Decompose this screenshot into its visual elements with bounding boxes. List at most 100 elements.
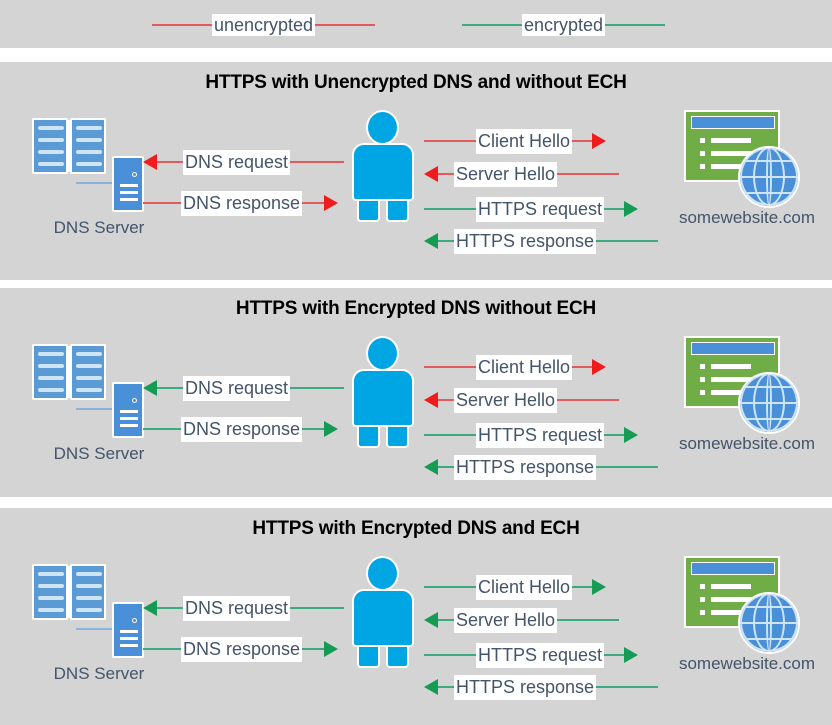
book-text-line [76,138,102,142]
flow-line [557,173,620,175]
user-person-icon [352,556,414,668]
arrowhead-right [624,427,639,443]
book-left-page [32,118,68,174]
book-text-line [38,364,64,368]
flow-line [302,202,325,204]
flow-line [157,607,183,609]
browser-titlebar [691,116,775,129]
server-power-icon [132,172,137,177]
list-bullet [700,390,705,395]
server-vent-line [120,410,138,413]
address-book-icon [32,564,110,626]
arrowhead-right [324,421,339,437]
flow-label: DNS request [183,595,291,621]
server-power-icon [132,398,137,403]
website-node: somewebsite.com [672,108,822,236]
dns-server-node: DNS Server [24,340,174,470]
flow-label: Server Hello [454,161,558,187]
flow-https-request: HTTPS request [424,422,639,448]
book-text-line [38,608,64,612]
person-head [366,110,399,145]
flow-label: DNS response [181,190,303,216]
legend-label-encrypted: encrypted [522,14,606,36]
book-left-page [32,564,68,620]
flow-line [424,434,476,436]
flow-line [302,428,325,430]
server-cable [76,628,114,630]
arrowhead-left [424,679,438,695]
legend-item-encrypted: encrypted [462,14,666,36]
address-book-icon [32,118,110,180]
arrowhead-left [143,154,157,170]
flow-line [143,428,181,430]
flow-https-request: HTTPS request [424,196,639,222]
flow-label: HTTPS response [454,454,597,480]
flow-label: Server Hello [454,387,558,413]
dns-server-label: DNS Server [53,218,145,237]
list-bullet [700,138,705,143]
server-cable [76,408,114,410]
arrowhead-left [424,166,438,182]
server-vent-line [120,417,138,420]
server-cable [76,182,114,184]
flow-label: Client Hello [476,574,573,600]
list-row [711,390,751,395]
server-vent-line [120,191,138,194]
book-text-line [38,388,64,392]
arrowhead-left [143,600,157,616]
list-bullet [700,164,705,169]
flow-dns-request: DNS request [143,595,345,621]
flow-client-hello: Client Hello [424,354,607,380]
flow-dns-response: DNS response [143,190,339,216]
legend-panel: unencrypted encrypted [0,0,832,48]
flow-label: DNS response [181,636,303,662]
legend-line-encrypted-2 [605,24,666,26]
book-text-line [38,376,64,380]
book-text-line [76,572,102,576]
flow-label: HTTPS request [476,422,605,448]
panel-title: HTTPS with Unencrypted DNS and without E… [205,72,627,93]
globe-longitude [766,374,772,432]
book-spine [68,566,72,618]
book-text-line [76,608,102,612]
arrowhead-left [424,612,438,628]
address-book-icon [32,344,110,406]
arrowhead-left [424,459,438,475]
flow-line [302,648,325,650]
arrowhead-right [592,133,607,149]
book-text-line [76,376,102,380]
flow-server-hello: Server Hello [424,161,620,187]
legend-item-unencrypted: unencrypted [152,14,376,36]
flow-dns-response: DNS response [143,416,339,442]
book-text-line [38,162,64,166]
arrowhead-left [424,233,438,249]
flow-label: Client Hello [476,354,573,380]
flow-dns-request: DNS request [143,149,345,175]
flow-line [290,387,345,389]
flow-line [424,654,476,656]
flow-line [596,686,659,688]
browser-titlebar [691,342,775,355]
person-head [366,556,399,591]
book-text-line [76,150,102,154]
flow-https-response: HTTPS response [424,228,659,254]
book-text-line [38,352,64,356]
flow-client-hello: Client Hello [424,574,607,600]
flow-https-request: HTTPS request [424,642,639,668]
website-node: somewebsite.com [672,554,822,682]
flow-line [604,434,625,436]
arrowhead-right [624,201,639,217]
dns-server-node: DNS Server [24,560,174,690]
book-text-line [38,138,64,142]
server-vent-line [120,637,138,640]
flow-line [596,466,659,468]
flow-server-hello: Server Hello [424,387,620,413]
flow-dns-response: DNS response [143,636,339,662]
legend-line-encrypted [462,24,522,26]
flow-line [157,161,183,163]
book-right-page [70,564,106,620]
book-text-line [38,572,64,576]
book-page-stack [32,616,110,628]
person-body [352,143,414,201]
